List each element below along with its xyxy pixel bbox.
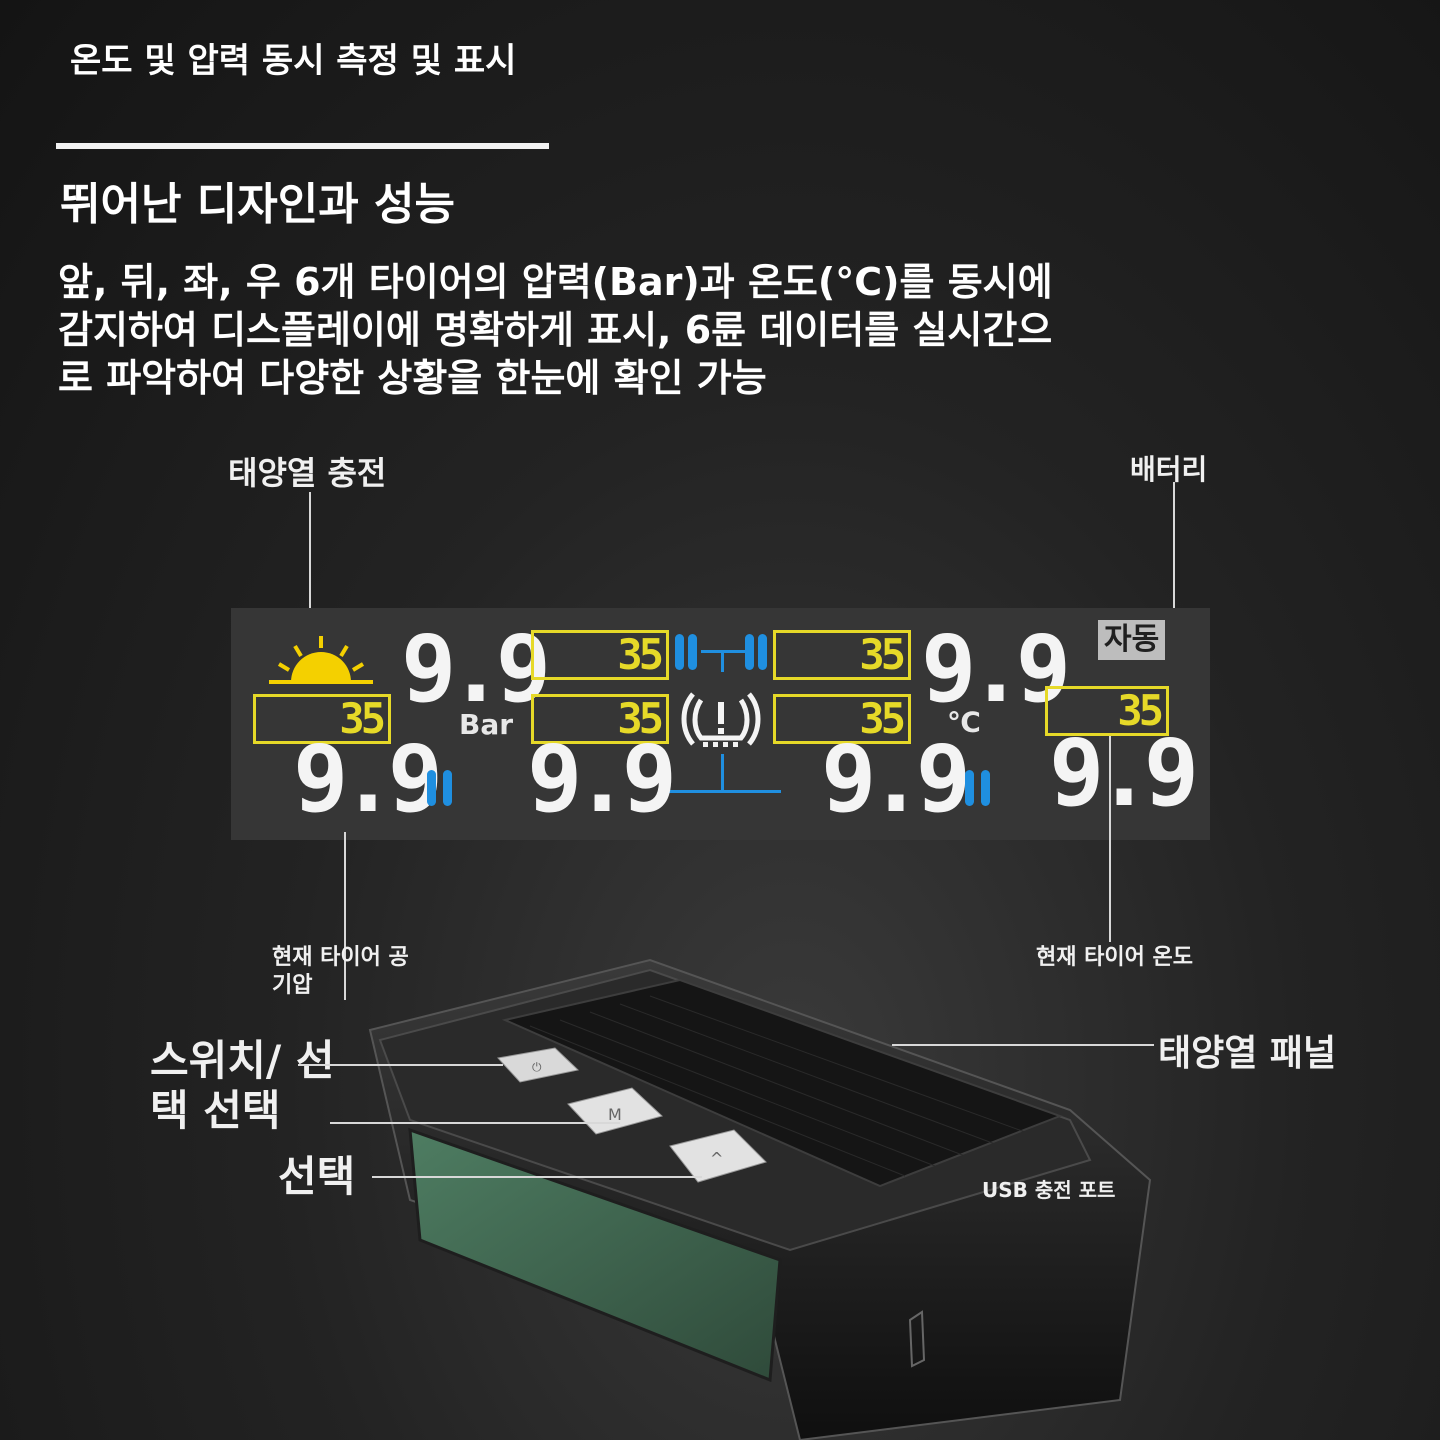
pressure-rear-right-inner: 9.9 — [821, 726, 971, 833]
rear-axle-stem — [721, 754, 724, 790]
temp-box-mid-left-outer: 35 — [253, 694, 391, 744]
rear-axle-line — [663, 790, 781, 793]
callout-line-battery — [1173, 482, 1175, 622]
sensor-rear-right-2 — [981, 770, 990, 806]
section-title: 뛰어난 디자인과 성능 — [60, 179, 455, 230]
callout-switch-select: 스위치/ 선택 선택 — [150, 1036, 335, 1135]
sensor-rear-left-1 — [427, 770, 436, 806]
front-axle-stem — [721, 650, 724, 672]
callout-solar-charge: 태양열 충전 — [228, 454, 387, 492]
temp-box-front-left: 35 — [531, 630, 669, 680]
callout-line-temperature — [1109, 736, 1111, 942]
temp-value: 35 — [859, 694, 906, 743]
callout-line-select-2 — [372, 1176, 702, 1178]
svg-text:⏻: ⏻ — [532, 1060, 542, 1074]
sensor-front-right-1 — [745, 634, 754, 670]
tpms-device-illustration: ⏻ M ^ — [368, 958, 1152, 1440]
temp-box-mid-right-inner: 35 — [773, 694, 911, 744]
sensor-front-left-2 — [688, 634, 697, 670]
callout-current-temp: 현재 타이어 온도 — [1036, 945, 1193, 970]
feature-description: 앞, 뒤, 좌, 우 6개 타이어의 압력(Bar)과 온도(°C)를 동시에 … — [58, 260, 1053, 400]
callout-line-switch — [298, 1064, 503, 1066]
pressure-front-left: 9.9 — [401, 616, 551, 723]
callout-line-pressure — [344, 832, 346, 1000]
callout-line-select-1 — [330, 1122, 620, 1124]
temp-value: 35 — [1117, 686, 1164, 735]
temp-value: 35 — [859, 630, 906, 679]
tire-pressure-warning-icon — [681, 692, 761, 747]
callout-current-pressure: 현재 타이어 공기압 — [272, 945, 409, 998]
temp-box-mid-right-outer: 35 — [1045, 686, 1169, 736]
section-subtitle: 온도 및 압력 동시 측정 및 표시 — [70, 41, 517, 81]
pressure-front-right: 9.9 — [921, 616, 1071, 723]
callout-battery: 배터리 — [1130, 453, 1208, 486]
temp-value: 35 — [617, 630, 664, 679]
callout-line-solar-charge — [309, 492, 311, 622]
sensor-rear-left-2 — [443, 770, 452, 806]
sensor-rear-right-1 — [965, 770, 974, 806]
temp-value: 35 — [339, 694, 386, 743]
header-divider — [56, 143, 549, 149]
temp-box-front-right: 35 — [773, 630, 911, 680]
pressure-unit: Bar — [459, 708, 514, 741]
up-button[interactable]: ^ — [669, 1129, 767, 1183]
callout-select: 선택 — [278, 1152, 356, 1201]
pressure-rear-right-outer: 9.9 — [1049, 720, 1199, 827]
lcd-display-panel: 9.9 9.9 35 35 35 35 35 35 Bar ℃ 9.9 9.9 … — [231, 608, 1210, 840]
temp-box-mid-left-inner: 35 — [531, 694, 669, 744]
usb-port-icon — [908, 1310, 926, 1368]
sun-icon — [269, 636, 373, 684]
sensor-front-right-2 — [758, 634, 767, 670]
power-button[interactable]: ⏻ — [497, 1047, 580, 1083]
callout-solar-panel: 태양열 패널 — [1158, 1033, 1337, 1074]
callout-line-solar-panel — [892, 1044, 1154, 1046]
auto-mode-badge: 자동 — [1098, 620, 1166, 660]
pressure-rear-left-inner: 9.9 — [527, 726, 677, 833]
up-button-label: ^ — [710, 1149, 723, 1168]
sensor-front-left-1 — [675, 634, 684, 670]
m-button-label: M — [608, 1105, 622, 1124]
temp-value: 35 — [617, 694, 664, 743]
pressure-rear-left-outer: 9.9 — [293, 726, 443, 833]
callout-usb-port: USB 충전 포트 — [982, 1178, 1116, 1202]
temperature-unit: ℃ — [947, 706, 981, 739]
